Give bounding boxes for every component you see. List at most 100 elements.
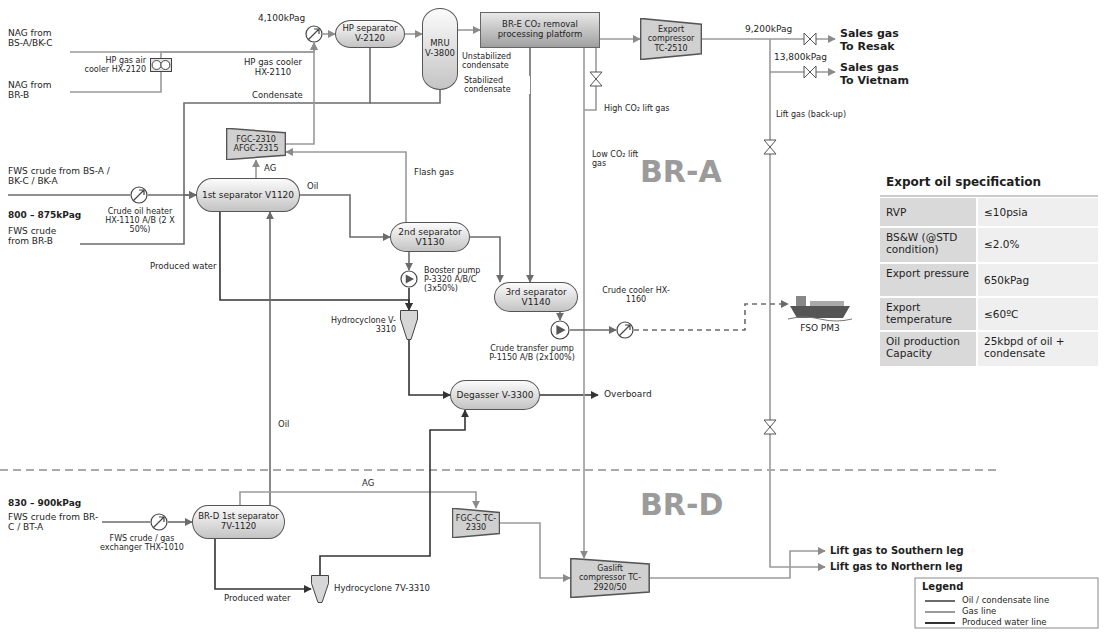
equipment-label: HP separator V-2120 <box>338 24 402 44</box>
annotation: NAG from BR-B <box>8 80 68 101</box>
equipment-label: BR-E CO₂ removal processing platform <box>483 20 597 40</box>
equipment-label: FGC-C TC-2330 <box>455 514 497 532</box>
annotation: ≤60ºC <box>984 308 1018 320</box>
equipment-symbol: HP gas air cooler HX-2120 <box>84 56 172 75</box>
platform-box: BR-E CO₂ removal processing platform <box>480 12 600 48</box>
process-line <box>600 38 640 40</box>
process-line <box>148 194 196 196</box>
equipment-label: HP gas air cooler HX-2120 <box>84 56 146 74</box>
equipment-symbol: Crude oil heater HX-1110 A/B (2 X 50%) <box>104 186 176 235</box>
vessel: 2nd separator V1130 <box>390 222 470 252</box>
equipment-label: Crude oil heater HX-1110 A/B (2 X 50%) <box>104 207 176 235</box>
process-line <box>168 521 192 523</box>
annotation: FWS crude from BR-B <box>8 226 78 247</box>
equipment-label: 3rd separator V1140 <box>497 287 575 308</box>
legend-text: Gas line <box>962 607 996 617</box>
equipment-symbol: FWS crude / gas exchanger THX-1010 <box>100 513 184 553</box>
equipment-label: Crude transfer pump P-1150 A/B (2x100%) <box>486 344 578 362</box>
equipment-label: Export compressor TC-2510 <box>643 25 699 53</box>
equipment-label: Gaslift compressor TC-2920/50 <box>573 564 647 592</box>
annotation: Export pressure <box>886 267 974 279</box>
line-label: Flash gas <box>412 168 456 178</box>
annotation: BS&W (@STD condition) <box>886 231 974 255</box>
equipment-symbol: Booster pump P-3320 A/B/C (3x50%) <box>400 266 486 294</box>
process-line <box>184 48 370 195</box>
equipment-symbol: Crude transfer pump P-1150 A/B (2x100%) <box>486 320 578 363</box>
process-line <box>458 29 480 31</box>
process-line <box>269 212 271 505</box>
annotation: Oil production Capacity <box>886 335 974 359</box>
compressor: FGC-C TC-2330 <box>452 508 500 538</box>
vessel: 1st separator V1120 <box>196 178 300 212</box>
compressor: Export compressor TC-2510 <box>640 18 702 60</box>
annotation: ≤2.0% <box>984 238 1019 250</box>
equipment-label: FWS crude / gas exchanger THX-1010 <box>100 534 184 552</box>
line-label: Produced water <box>222 594 293 604</box>
equipment-label: Hydrocyclone 7V-3310 <box>334 584 446 594</box>
annotation: Sales gas To Vietnam <box>840 62 912 87</box>
equipment-label: BR-D 1st separator 7V-1120 <box>195 512 282 532</box>
annotation: 9,200kPag <box>745 24 792 34</box>
equipment-symbol: Crude cooler HX-1160 <box>598 286 674 339</box>
annotation: Overboard <box>604 389 652 399</box>
annotation: Lift gas to Northern leg <box>830 561 963 573</box>
annotation: Legend <box>922 581 963 593</box>
compressor: Gaslift compressor TC-2920/50 <box>570 558 650 598</box>
cyc-symbol <box>311 575 329 603</box>
hx-symbol <box>130 186 148 204</box>
vessel: MRU V-3800 <box>422 8 458 90</box>
process-line <box>500 523 570 578</box>
equipment-label: Degasser V-3300 <box>457 390 534 400</box>
annotation: 800 – 875kPag <box>8 210 81 220</box>
annotation: High CO₂ lift gas <box>604 104 670 113</box>
process-line <box>583 48 585 558</box>
pump-symbol <box>550 320 570 340</box>
annotation: ≤10psia <box>984 206 1028 218</box>
annotation: 25kbpd of oil + condensate <box>984 335 1094 359</box>
line-label: AG <box>262 164 278 174</box>
equipment-label: FSO PM3 <box>788 323 852 333</box>
process-line <box>405 33 422 35</box>
equipment-label: 1st separator V1120 <box>202 190 294 200</box>
annotation: RVP <box>886 206 906 218</box>
cyc-symbol <box>400 310 418 340</box>
vessel: 3rd separator V1140 <box>494 282 578 312</box>
process-line <box>634 304 788 330</box>
vessel: HP separator V-2120 <box>335 20 405 48</box>
process-line <box>559 312 561 320</box>
equipment-symbol: Hydrocyclone V-3310 <box>330 310 418 340</box>
annotation: 650kPag <box>984 274 1029 286</box>
annotation: 4,100kPag <box>258 13 305 23</box>
annotation: 830 – 900kPag <box>8 498 81 508</box>
area-label: BR-D <box>640 488 723 523</box>
process-line <box>320 410 465 575</box>
legend-text: Produced water line <box>962 618 1047 628</box>
annotation: Export temperature <box>886 301 974 325</box>
line-label: Produced water <box>148 262 219 272</box>
equipment-label: Crude cooler HX-1160 <box>598 286 674 304</box>
equipment-label: MRU V-3800 <box>425 39 455 59</box>
area-label: BR-A <box>640 155 722 190</box>
annotation: Lift gas to Southern leg <box>830 545 964 557</box>
equipment-label: FGC-2310 AFGC-2315 <box>229 135 283 153</box>
compressor: FGC-2310 AFGC-2315 <box>226 128 286 160</box>
cooler-symbol <box>150 58 172 72</box>
equipment-symbol: HP gas cooler HX-2110 <box>240 25 323 78</box>
pump-symbol <box>400 270 418 288</box>
equipment-symbol: Hydrocyclone 7V-3310 <box>311 575 446 603</box>
hx-symbol <box>616 321 634 339</box>
hx-symbol <box>150 513 168 531</box>
equipment-label: Booster pump P-3320 A/B/C (3x50%) <box>424 266 486 294</box>
annotation: Unstabilized condensate <box>462 52 526 70</box>
process-line <box>300 195 390 237</box>
equipment-label: Hydrocyclone V-3310 <box>330 316 396 334</box>
process-line <box>409 340 450 395</box>
process-line <box>255 160 257 178</box>
line-label: Oil <box>276 420 291 430</box>
process-line <box>286 152 406 222</box>
line-label: Low CO₂ lift gas <box>590 150 648 168</box>
legend-text: Oil / condensate line <box>962 596 1049 606</box>
vessel: BR-D 1st separator 7V-1120 <box>192 505 285 539</box>
process-line <box>161 43 314 58</box>
